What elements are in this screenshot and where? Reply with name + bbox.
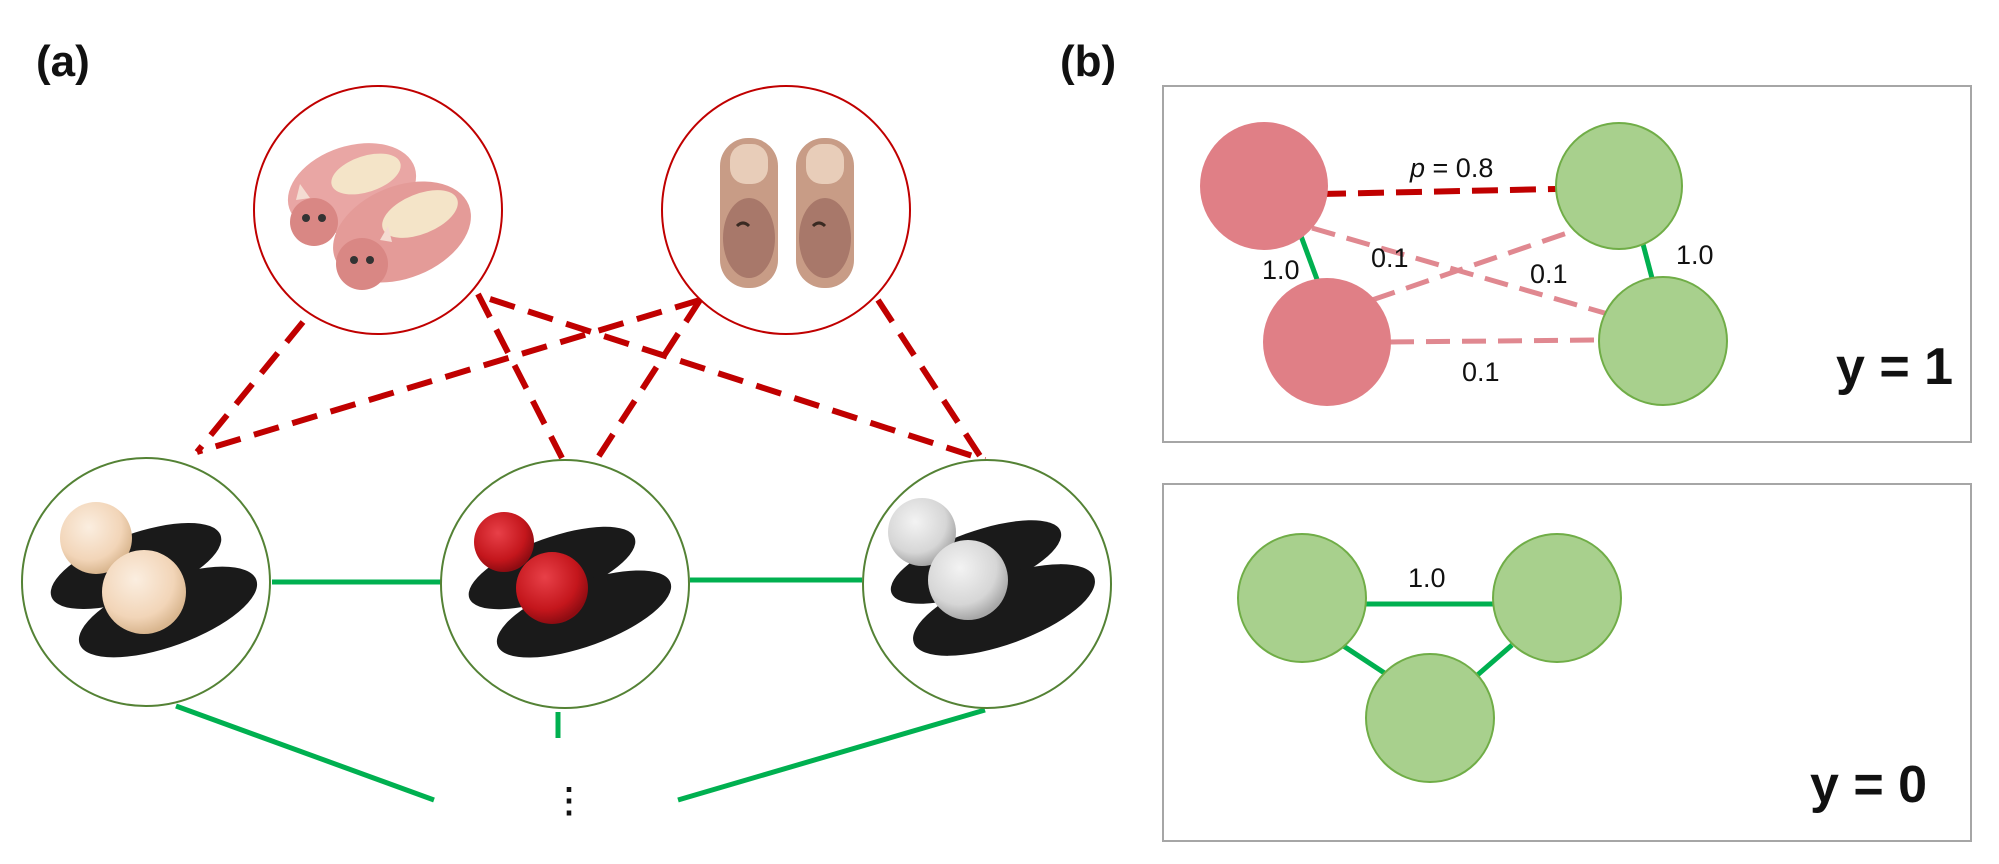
edge-label-cross-b: 0.1 bbox=[1530, 259, 1568, 289]
p-value: = 0.8 bbox=[1425, 153, 1493, 183]
dissimilar-edge bbox=[875, 298, 983, 458]
dissimilar-edges bbox=[194, 292, 986, 464]
similar-edge bbox=[677, 707, 986, 803]
brown-plush-slipper-node bbox=[661, 85, 911, 335]
ellipsis: ⋮ bbox=[552, 782, 586, 820]
green-edge bbox=[1640, 243, 1655, 279]
edge-label-top: 1.0 bbox=[1408, 563, 1446, 593]
dark-red-dashed-edge bbox=[1319, 186, 1557, 197]
pink-plush-slipper-icon bbox=[287, 143, 471, 290]
pink-plush-slipper-node bbox=[253, 85, 503, 335]
edge-label-left-vertical: 1.0 bbox=[1262, 255, 1300, 285]
red-pompom-slide-icon bbox=[468, 512, 672, 658]
panel-a-label: (a) bbox=[36, 37, 90, 86]
red-node bbox=[1200, 122, 1328, 250]
grey-pompom-slide-icon bbox=[888, 498, 1095, 656]
edge-label-p: p = 0.8 bbox=[1409, 153, 1493, 183]
green-node bbox=[1237, 533, 1367, 663]
green-node bbox=[1365, 653, 1495, 783]
green-edge bbox=[1340, 642, 1388, 677]
red-node bbox=[1263, 278, 1391, 406]
graph-y0-box: 1.0 y = 0 bbox=[1162, 483, 1972, 842]
grey-pompom-slide-node bbox=[862, 459, 1112, 709]
dissimilar-edge bbox=[475, 292, 565, 460]
dissimilar-edge bbox=[592, 298, 703, 464]
similar-edges bbox=[175, 577, 986, 803]
edge-label-bottom: 0.1 bbox=[1462, 357, 1500, 387]
green-edge bbox=[1298, 235, 1321, 283]
y-label-0: y = 0 bbox=[1810, 756, 1927, 814]
p-symbol: p bbox=[1409, 153, 1425, 183]
green-node bbox=[1555, 122, 1683, 250]
cream-pompom-slide-node bbox=[21, 457, 271, 707]
dissimilar-edge bbox=[196, 297, 701, 455]
dissimilar-edge bbox=[489, 296, 986, 463]
green-edge bbox=[1472, 643, 1514, 680]
green-node bbox=[1598, 276, 1728, 406]
cream-pompom-slide-icon bbox=[50, 502, 258, 658]
red-pompom-slide-node bbox=[440, 459, 690, 709]
green-node bbox=[1492, 533, 1622, 663]
similar-edge bbox=[175, 703, 435, 803]
edge-label-right-vertical: 1.0 bbox=[1676, 240, 1714, 270]
y-label-1: y = 1 bbox=[1836, 338, 1953, 396]
edge-label-cross-a: 0.1 bbox=[1371, 243, 1409, 273]
panel-b-label: (b) bbox=[1060, 37, 1116, 86]
brown-plush-slipper-icon bbox=[720, 138, 854, 288]
dissimilar-edge bbox=[194, 320, 306, 454]
graph-y1-box: p = 0.8 1.0 0.1 0.1 1.0 0.1 y = 1 bbox=[1162, 85, 1972, 443]
